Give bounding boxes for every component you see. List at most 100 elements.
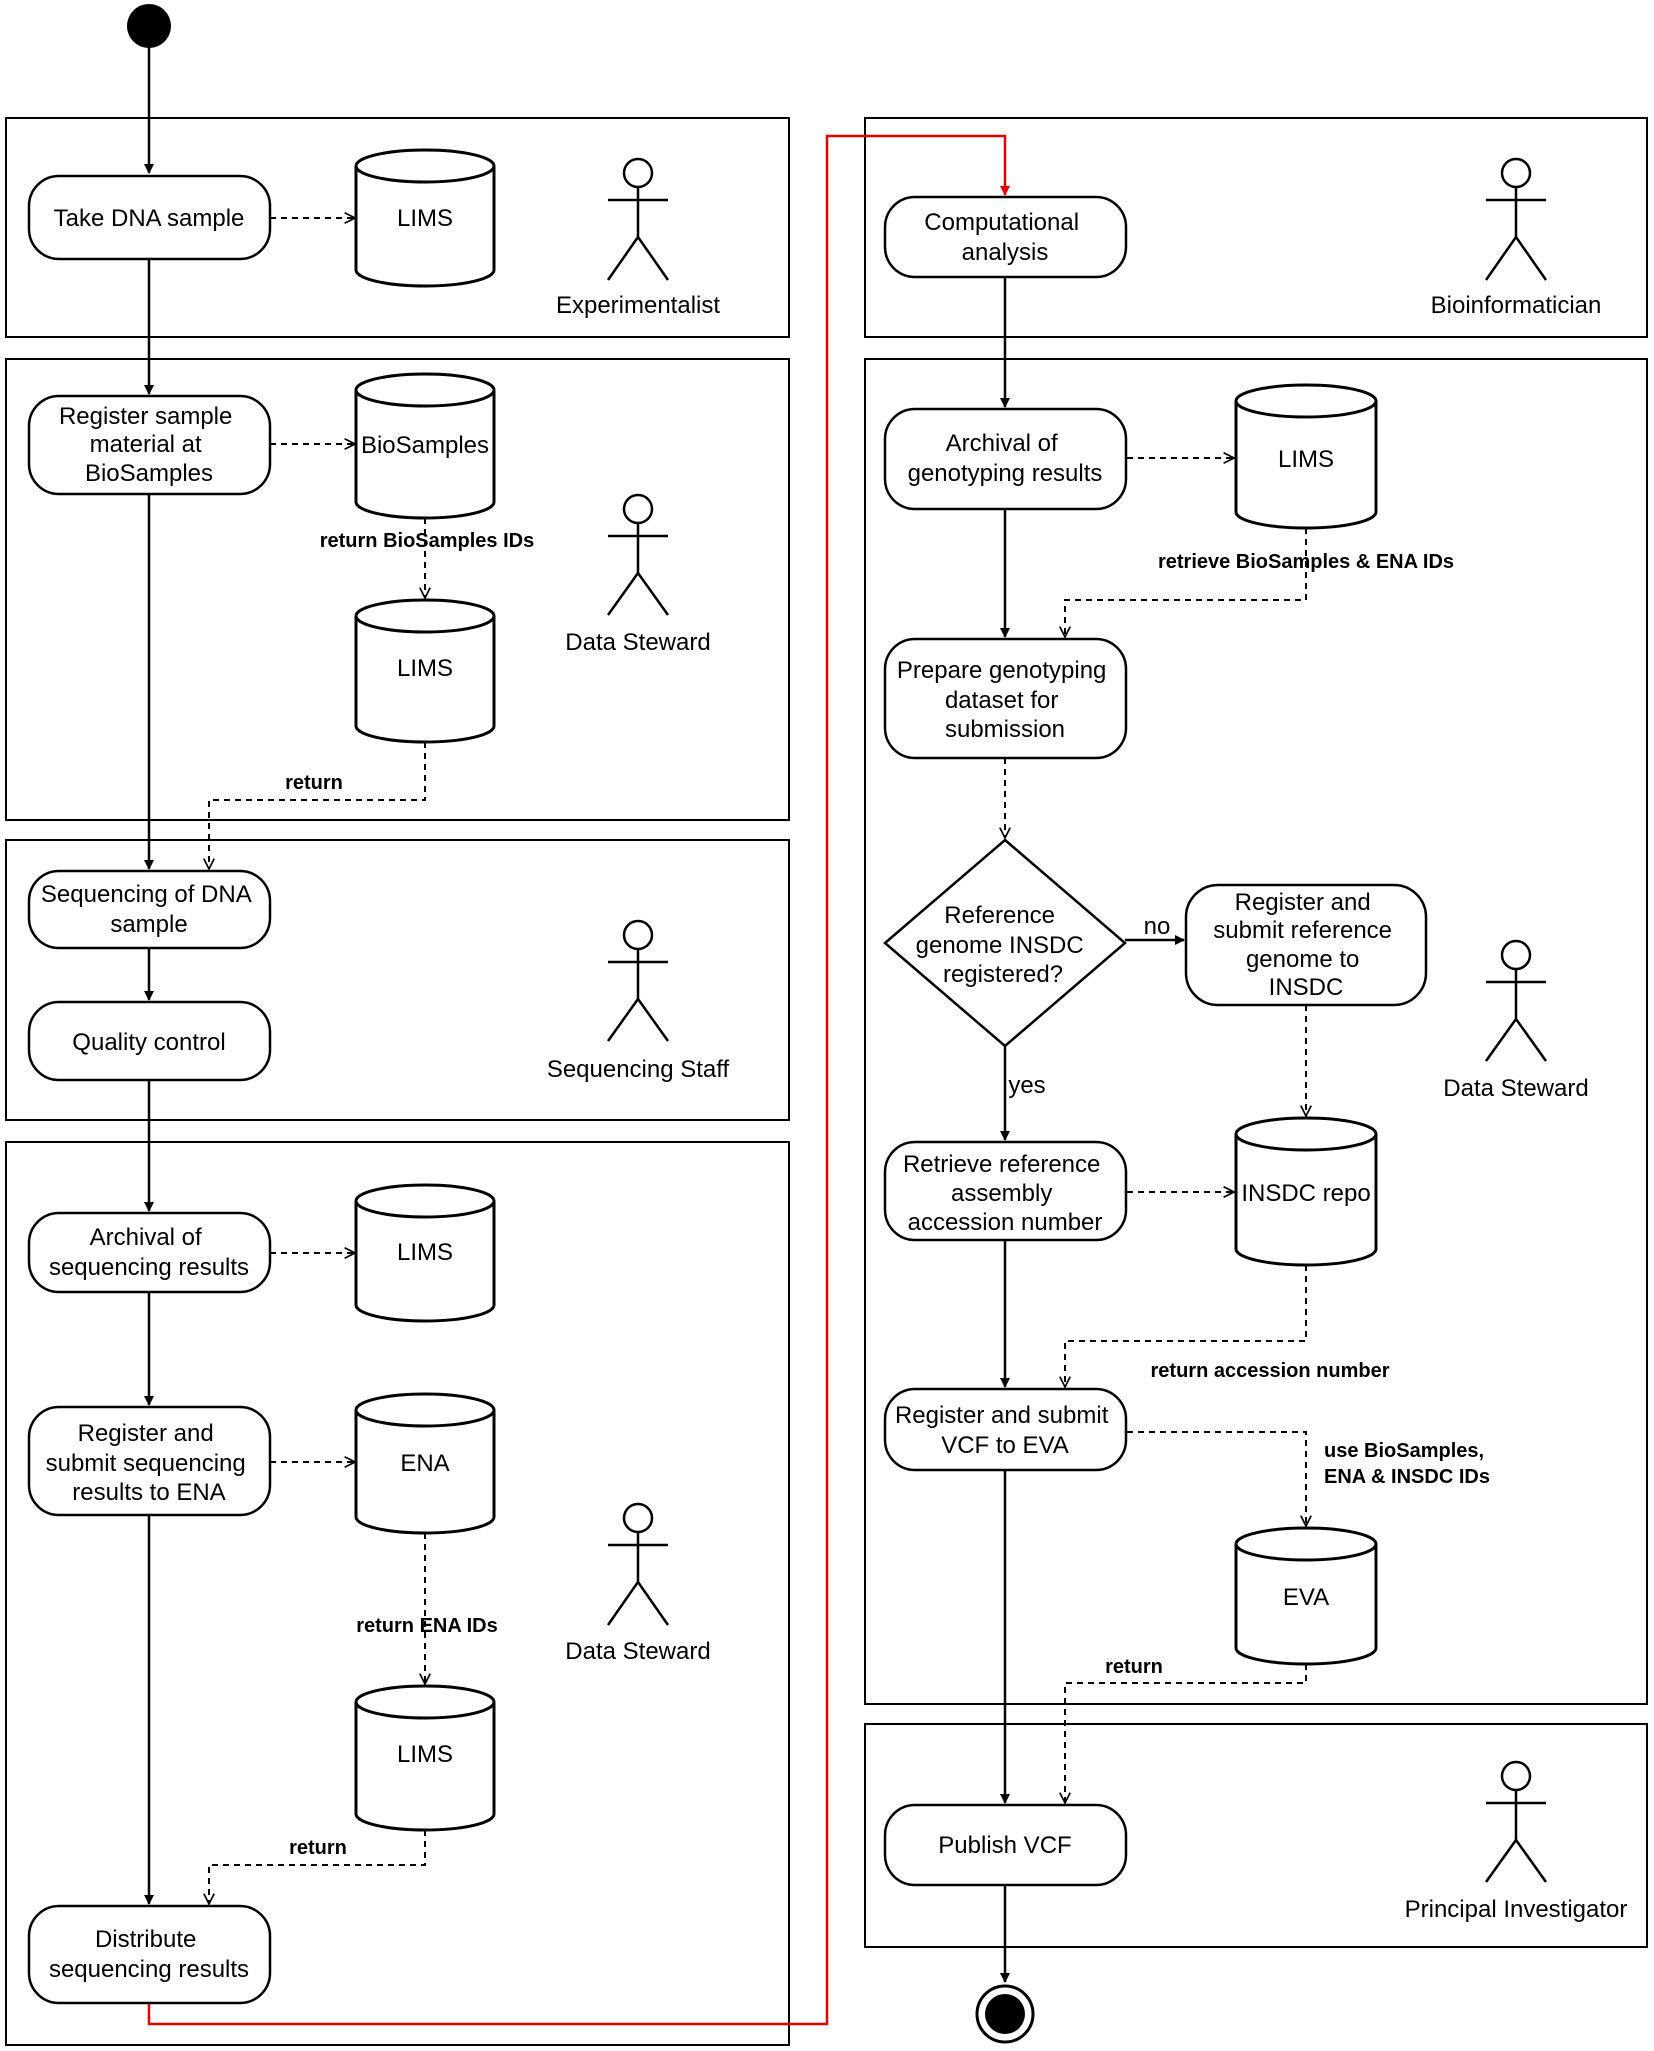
svg-text:ENA: ENA (400, 1450, 449, 1477)
label-use-ids: use BioSamples, ENA & INSDC IDs (1324, 1440, 1490, 1488)
datastore-lims-2: LIMS (354, 598, 496, 744)
svg-text:LIMS: LIMS (1278, 446, 1334, 473)
actor-data-steward-3: Data Steward (1443, 939, 1589, 1102)
datastore-lims-1: LIMS (354, 148, 496, 288)
label-return-ena-ids: return ENA IDs (356, 1615, 498, 1637)
actor-label: Data Steward (565, 1638, 710, 1665)
edge-insdc-return-accession (1065, 1265, 1307, 1387)
svg-text:Quality control: Quality control (72, 1029, 225, 1056)
actors: Experimentalist Data Steward Sequencing … (547, 157, 1628, 1923)
person-icon (606, 493, 670, 616)
label-return-2: return (289, 1837, 347, 1859)
label-return-1: return (285, 772, 343, 794)
svg-text:Register and submit se: Register and submit sequencing results t… (46, 1420, 253, 1506)
svg-text:INSDC repo: INSDC repo (1241, 1180, 1370, 1207)
actor-label: Data Steward (565, 629, 710, 656)
lane-data-steward-2 (5, 1141, 790, 2046)
label-no: no (1144, 913, 1171, 940)
actor-principal-investigator: Principal Investigator (1405, 1760, 1628, 1923)
edge-distribute-to-computational (147, 134, 1010, 2026)
person-icon (1484, 939, 1548, 1062)
activity-publish-vcf: Publish VCF (883, 1803, 1128, 1887)
datastores: LIMS BioSamples LIMS LIMS ENA LIMS (354, 148, 1378, 1832)
lane-bioinformatician (864, 117, 1648, 338)
svg-text:Computational analysis: Computational analysis (924, 209, 1085, 266)
svg-text:BioSamples: BioSamples (361, 432, 489, 459)
edges (144, 42, 1307, 2026)
label-return-3: return (1105, 1656, 1163, 1678)
start-node (127, 4, 171, 48)
activity-register-submit-ena: Register and submit sequencing results t… (27, 1405, 272, 1517)
label-return-accession: return accession number (1151, 1360, 1390, 1382)
edge-lims-return-to-distribute (209, 1830, 426, 1904)
activity-register-submit-vcf: Register and submit VCF to EVA (883, 1387, 1128, 1472)
edge-eva-return-to-publish (1065, 1664, 1307, 1803)
datastore-insdc-repo: INSDC repo (1234, 1116, 1378, 1267)
svg-text:LIMS: LIMS (397, 1239, 453, 1266)
svg-text:Archival of genotyping: Archival of genotyping results (908, 430, 1103, 487)
activity-register-reference: Register and submit reference genome to … (1184, 883, 1428, 1007)
activity-prepare-dataset: Prepare genotyping dataset for submissio… (883, 637, 1128, 760)
edge-labels: return BioSamples IDs return return ENA … (285, 530, 1490, 1859)
svg-text:Register sample materi: Register sample material at BioSamples (59, 403, 239, 487)
actor-sequencing-staff: Sequencing Staff (547, 919, 730, 1083)
actor-label: Principal Investigator (1405, 1896, 1628, 1923)
svg-text:Distribute sequencing: Distribute sequencing results (49, 1926, 249, 1983)
activity-archival-genotyping: Archival of genotyping results (883, 407, 1128, 511)
activity-register-sample: Register sample material at BioSamples (27, 394, 272, 496)
person-icon (606, 1502, 670, 1626)
actor-label: Sequencing Staff (547, 1056, 730, 1083)
edge-lims-retrieve-ids (1065, 528, 1307, 637)
decision-reference-genome: Reference genome INSDC registered? (883, 838, 1127, 1048)
person-icon (1484, 157, 1548, 281)
svg-text:EVA: EVA (1283, 1584, 1329, 1611)
svg-text:LIMS: LIMS (397, 205, 453, 232)
actor-label: Data Steward (1443, 1075, 1588, 1102)
activity-sequencing-dna: Sequencing of DNA sample (27, 869, 272, 950)
label-return-biosamples-ids: return BioSamples IDs (320, 530, 535, 552)
activity-take-dna-sample: Take DNA sample (27, 174, 272, 261)
lane-data-steward-3 (864, 358, 1648, 1705)
activity-distribute-results: Distribute sequencing results (27, 1904, 272, 2005)
end-node (975, 1984, 1035, 2044)
actor-bioinformatician: Bioinformatician (1431, 157, 1602, 319)
edge-lims-return-to-sequencing (209, 742, 426, 869)
svg-text:LIMS: LIMS (397, 655, 453, 682)
swimlanes (5, 117, 1648, 2046)
svg-text:Archival of sequencing: Archival of sequencing results (49, 1224, 249, 1281)
datastore-ena: ENA (354, 1392, 496, 1535)
activity-archival-sequencing: Archival of sequencing results (27, 1211, 272, 1294)
activity-computational-analysis: Computational analysis (883, 195, 1128, 279)
actor-label: Experimentalist (556, 292, 720, 319)
actor-data-steward-2: Data Steward (565, 1502, 711, 1665)
label-yes: yes (1008, 1072, 1045, 1099)
activity-quality-control: Quality control (27, 1000, 272, 1082)
activity-retrieve-reference: Retrieve reference assembly accession nu… (883, 1140, 1128, 1242)
person-icon (1484, 1760, 1548, 1883)
datastore-lims-3: LIMS (354, 1183, 496, 1323)
svg-text:Retrieve reference ass: Retrieve reference assembly accession nu… (903, 1151, 1107, 1236)
svg-text:Publish VCF: Publish VCF (938, 1832, 1071, 1859)
edge-vcf-to-eva (1127, 1431, 1306, 1526)
svg-text:LIMS: LIMS (397, 1741, 453, 1768)
lane-data-steward-1 (5, 358, 790, 821)
svg-text:Register and submit VC: Register and submit VCF to EVA (895, 1402, 1115, 1459)
actor-label: Bioinformatician (1431, 292, 1602, 319)
svg-text:Take DNA sample: Take DNA sample (54, 205, 245, 232)
lane-experimentalist (5, 117, 790, 338)
lane-principal-investigator (864, 1723, 1648, 1948)
lane-sequencing-staff (5, 839, 790, 1121)
svg-text:Register and submit re: Register and submit reference genome to … (1213, 889, 1398, 1001)
datastore-eva: EVA (1234, 1526, 1378, 1666)
datastore-biosamples: BioSamples (354, 372, 496, 520)
actor-data-steward-1: Data Steward (565, 493, 711, 656)
svg-text:Prepare genotyping dat: Prepare genotyping dataset for submissio… (897, 657, 1113, 743)
person-icon (606, 157, 670, 281)
svg-text:Reference genome INSDC: Reference genome INSDC registered? (916, 902, 1091, 988)
datastore-lims-4: LIMS (354, 1684, 496, 1832)
activities: Take DNA sample Register sample material… (27, 174, 1428, 2005)
person-icon (606, 919, 670, 1042)
actor-experimentalist: Experimentalist (556, 157, 720, 319)
svg-text:Sequencing of DNA samp: Sequencing of DNA sample (41, 881, 257, 938)
